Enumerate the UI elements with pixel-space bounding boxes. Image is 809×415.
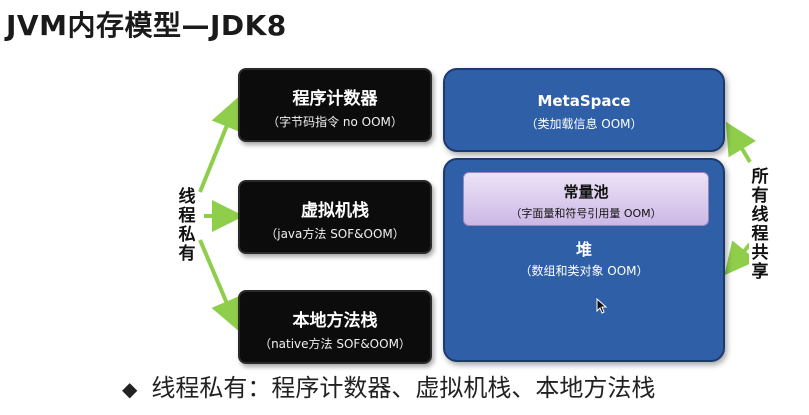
- heap-box: 常量池 （字面量和符号引用量 OOM） 堆 （数组和类对象 OOM）: [443, 158, 725, 362]
- heap-title: 堆: [575, 240, 592, 259]
- native-stack-title: 本地方法栈: [292, 311, 378, 331]
- program-counter-sub: （字节码指令 no OOM）: [267, 115, 403, 129]
- metaspace-sub: （类加载信息 OOM）: [525, 117, 643, 131]
- page-title: JVM内存模型—JDK8: [6, 9, 287, 42]
- arrow-to-heap: [724, 240, 758, 276]
- arrow-to-pc: [198, 96, 242, 193]
- thread-shared-label: 所有线程共享: [749, 168, 771, 282]
- arrow-to-native-stack: [198, 239, 241, 332]
- mouse-cursor-icon: [596, 298, 608, 314]
- program-counter-title: 程序计数器: [292, 89, 378, 109]
- metaspace-box: MetaSpace （类加载信息 OOM）: [443, 68, 725, 152]
- constant-pool-title: 常量池: [563, 183, 609, 201]
- constant-pool-sub: （字面量和符号引用量 OOM）: [510, 207, 662, 220]
- metaspace-title: MetaSpace: [537, 92, 631, 110]
- vm-stack-sub: （java方法 SOF&OOM）: [265, 227, 405, 241]
- vm-stack-box: 虚拟机栈 （java方法 SOF&OOM）: [238, 180, 432, 254]
- native-stack-sub: （native方法 SOF&OOM）: [259, 337, 411, 351]
- program-counter-box: 程序计数器 （字节码指令 no OOM）: [238, 68, 432, 142]
- summary-text: 线程私有：程序计数器、虚拟机栈、本地方法栈: [151, 374, 656, 402]
- vm-stack-title: 虚拟机栈: [301, 201, 369, 221]
- heap-sub: （数组和类对象 OOM）: [519, 264, 649, 278]
- constant-pool-box: 常量池 （字面量和符号引用量 OOM）: [463, 172, 709, 226]
- diamond-bullet-icon: ◆: [122, 377, 138, 401]
- summary-bullet: ◆ 线程私有：程序计数器、虚拟机栈、本地方法栈: [122, 368, 655, 403]
- native-stack-box: 本地方法栈 （native方法 SOF&OOM）: [238, 290, 432, 364]
- thread-private-label: 线程私有: [176, 188, 198, 264]
- arrow-to-metaspace: [725, 121, 757, 164]
